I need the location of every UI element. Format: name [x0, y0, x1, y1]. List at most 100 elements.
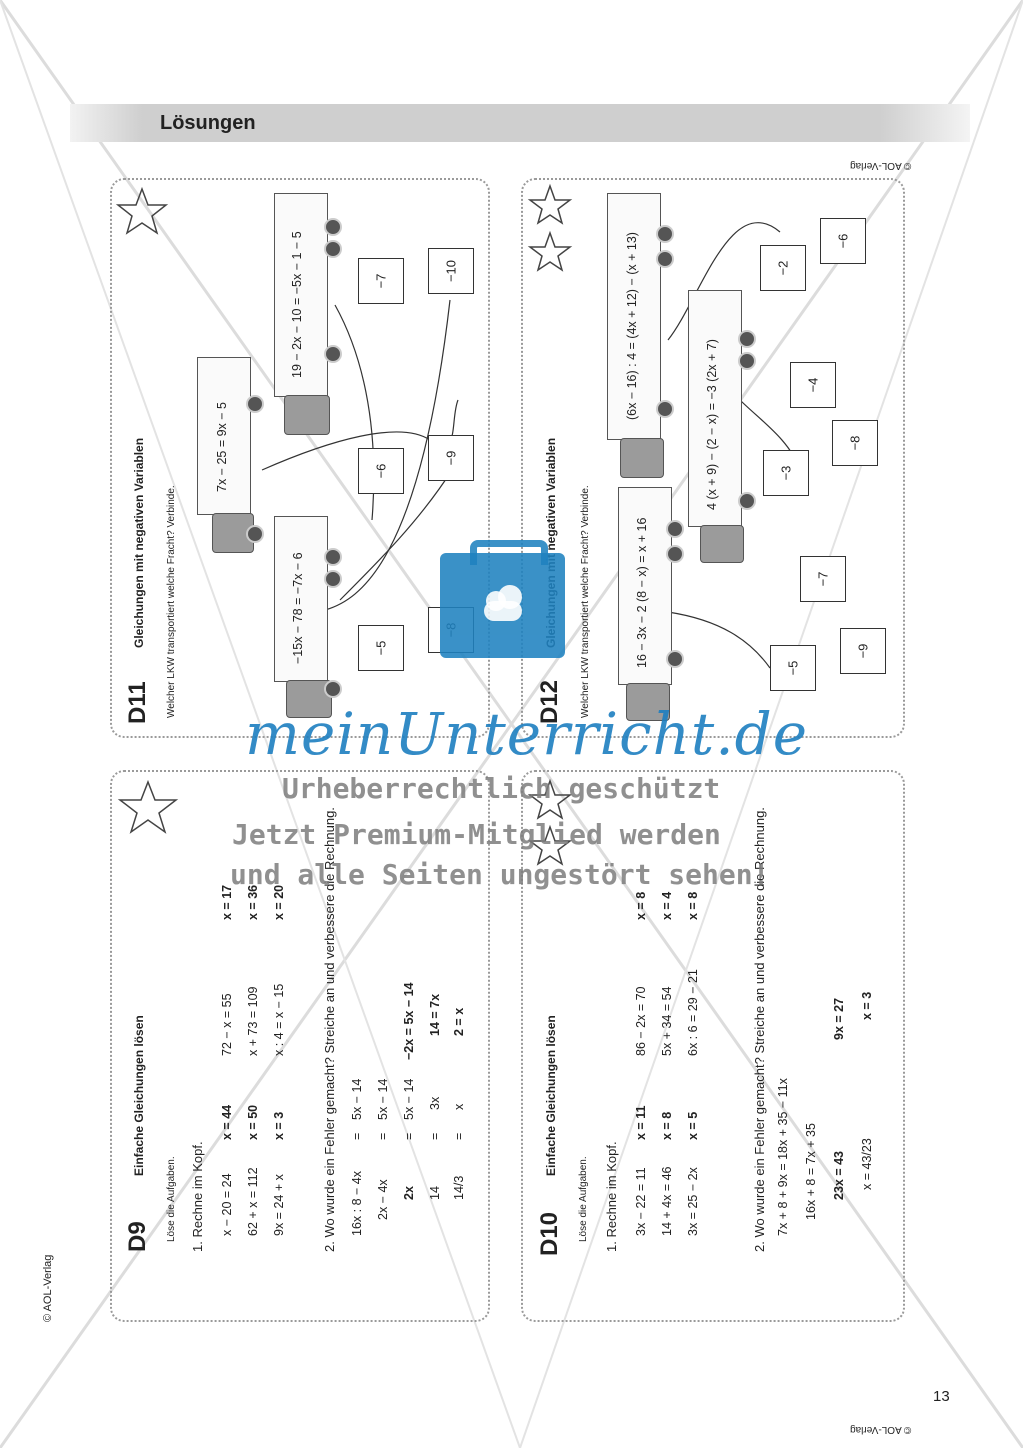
card-instruction: Welcher LKW transportiert welche Fracht?…	[580, 485, 591, 718]
star-icon	[527, 778, 573, 820]
card-instruction: Löse die Aufgaben.	[578, 1156, 589, 1242]
truck-wheel	[656, 250, 674, 268]
calc-right: x	[452, 1103, 466, 1110]
briefcase-logo-icon	[440, 553, 565, 658]
publisher-note: © AOL-Verlag	[850, 1424, 912, 1435]
equation: 62 + x = 112	[246, 1167, 260, 1236]
calc-right: 3x	[428, 1096, 442, 1110]
answer: x = 4	[660, 891, 674, 920]
truck-cab	[700, 525, 744, 563]
calc-line: 23x = 43	[832, 1150, 846, 1200]
truck-wheel	[738, 352, 756, 370]
truck-label: 7x − 25 = 9x − 5	[215, 402, 229, 492]
answer: x = 44	[220, 1104, 234, 1140]
card-d12	[521, 178, 905, 738]
correction: −2x = 5x − 14	[402, 982, 416, 1060]
truck-d12-1	[607, 193, 661, 440]
truck-cab	[626, 683, 670, 721]
answer: x = 3	[272, 1111, 286, 1140]
truck-wheel	[324, 548, 342, 566]
watermark-line: Jetzt Premium-Mitglied werden	[232, 818, 721, 851]
answer: x = 8	[634, 891, 648, 920]
card-topic: Einfache Gleichungen lösen	[132, 1015, 146, 1176]
watermark-brand: meinUnterricht.de	[245, 700, 809, 768]
equation: x + 73 = 109	[246, 986, 260, 1056]
truck-label: 4 (x + 9) − (2 − x) = −3 (2x + 7)	[705, 339, 719, 510]
truck-cab	[284, 395, 330, 435]
answer: x = 8	[660, 1111, 674, 1140]
card-d9	[110, 770, 490, 1322]
equation: x − 20 = 24	[220, 1173, 234, 1236]
star-icon	[527, 824, 573, 866]
equation: 3x − 22 = 11	[634, 1167, 648, 1236]
card-code: D10	[536, 1211, 563, 1256]
briefcase-handle	[470, 540, 548, 565]
answer: x = 5	[686, 1111, 700, 1140]
truck-wheel	[666, 520, 684, 538]
correction: 14 = 7x	[428, 993, 442, 1036]
truck-label: 19 − 2x − 10 = −5x − 1 − 5	[290, 231, 304, 378]
truck-d12-2	[688, 290, 742, 527]
equation: 72 − x = 55	[220, 993, 234, 1056]
calc-line: 7x + 8 + 9x = 18x + 35 − 11x	[776, 1078, 790, 1236]
calc-left: 16x : 8 − 4x	[350, 1171, 364, 1236]
task-1: 1. Rechne im Kopf.	[604, 1141, 619, 1252]
truck-wheel	[324, 680, 342, 698]
answer: x = 8	[686, 891, 700, 920]
star-icon	[527, 183, 573, 225]
watermark-line: Urheberrechtlich geschützt	[282, 772, 721, 805]
page-number: 13	[933, 1388, 950, 1405]
calc-right: 5x − 14	[376, 1078, 390, 1120]
equation: 14 + 4x = 46	[660, 1166, 674, 1236]
truck-d11-2	[274, 193, 328, 397]
truck-wheel	[324, 218, 342, 236]
equation: 6x : 6 = 29 − 21	[686, 969, 700, 1056]
task-1: 1. Rechne im Kopf.	[190, 1141, 205, 1252]
calc-eq: =	[350, 1132, 364, 1140]
answer-box: −9	[840, 628, 886, 674]
publisher-left: © AOL-Verlag	[42, 1254, 54, 1322]
answer-box: −5	[770, 645, 816, 691]
truck-wheel	[324, 240, 342, 258]
truck-wheel	[738, 492, 756, 510]
watermark-line: und alle Seiten ungestört sehen!	[230, 858, 770, 891]
truck-wheel	[656, 400, 674, 418]
truck-wheel	[666, 650, 684, 668]
star-icon	[117, 779, 179, 834]
truck-wheel	[246, 395, 264, 413]
calc-eq: =	[428, 1132, 442, 1140]
calc-eq: =	[452, 1132, 466, 1140]
answer-box: −6	[358, 448, 404, 494]
card-d10	[521, 770, 905, 1322]
equation: 5x + 34 = 54	[660, 986, 674, 1056]
calc-right: 5x − 14	[402, 1078, 416, 1120]
truck-d12-3	[618, 487, 672, 685]
equation: 9x = 24 + x	[272, 1174, 286, 1236]
calc-left: 2x − 4x	[376, 1179, 390, 1220]
answer: x = 11	[634, 1105, 648, 1140]
answer-box: −2	[760, 245, 806, 291]
card-d11	[110, 178, 490, 738]
truck-wheel	[656, 225, 674, 243]
truck-label: 16 − 3x − 2 (8 − x) = x + 16	[635, 517, 649, 668]
truck-wheel	[324, 570, 342, 588]
star-icon	[115, 186, 169, 235]
truck-wheel	[324, 345, 342, 363]
truck-d11-1	[197, 357, 251, 515]
answer-box: −7	[358, 258, 404, 304]
answer-box: −9	[428, 435, 474, 481]
publisher-note: © AOL-Verlag	[850, 160, 912, 171]
calc-left: 14	[428, 1186, 442, 1200]
truck-wheel	[246, 525, 264, 543]
answer-box: −6	[820, 218, 866, 264]
answer-box: −10	[428, 248, 474, 294]
star-icon	[527, 230, 573, 272]
card-topic: Gleichungen mit negativen Variablen	[132, 437, 146, 648]
calc-eq: =	[402, 1132, 416, 1140]
calc-line: 16x + 8 = 7x + 35	[804, 1123, 818, 1220]
equation: 86 − 2x = 70	[634, 986, 648, 1056]
card-topic: Einfache Gleichungen lösen	[544, 1015, 558, 1176]
truck-label: −15x − 78 = −7x − 6	[291, 552, 305, 664]
card-instruction: Welcher LKW transportiert welche Fracht?…	[166, 485, 177, 718]
truck-wheel	[738, 330, 756, 348]
